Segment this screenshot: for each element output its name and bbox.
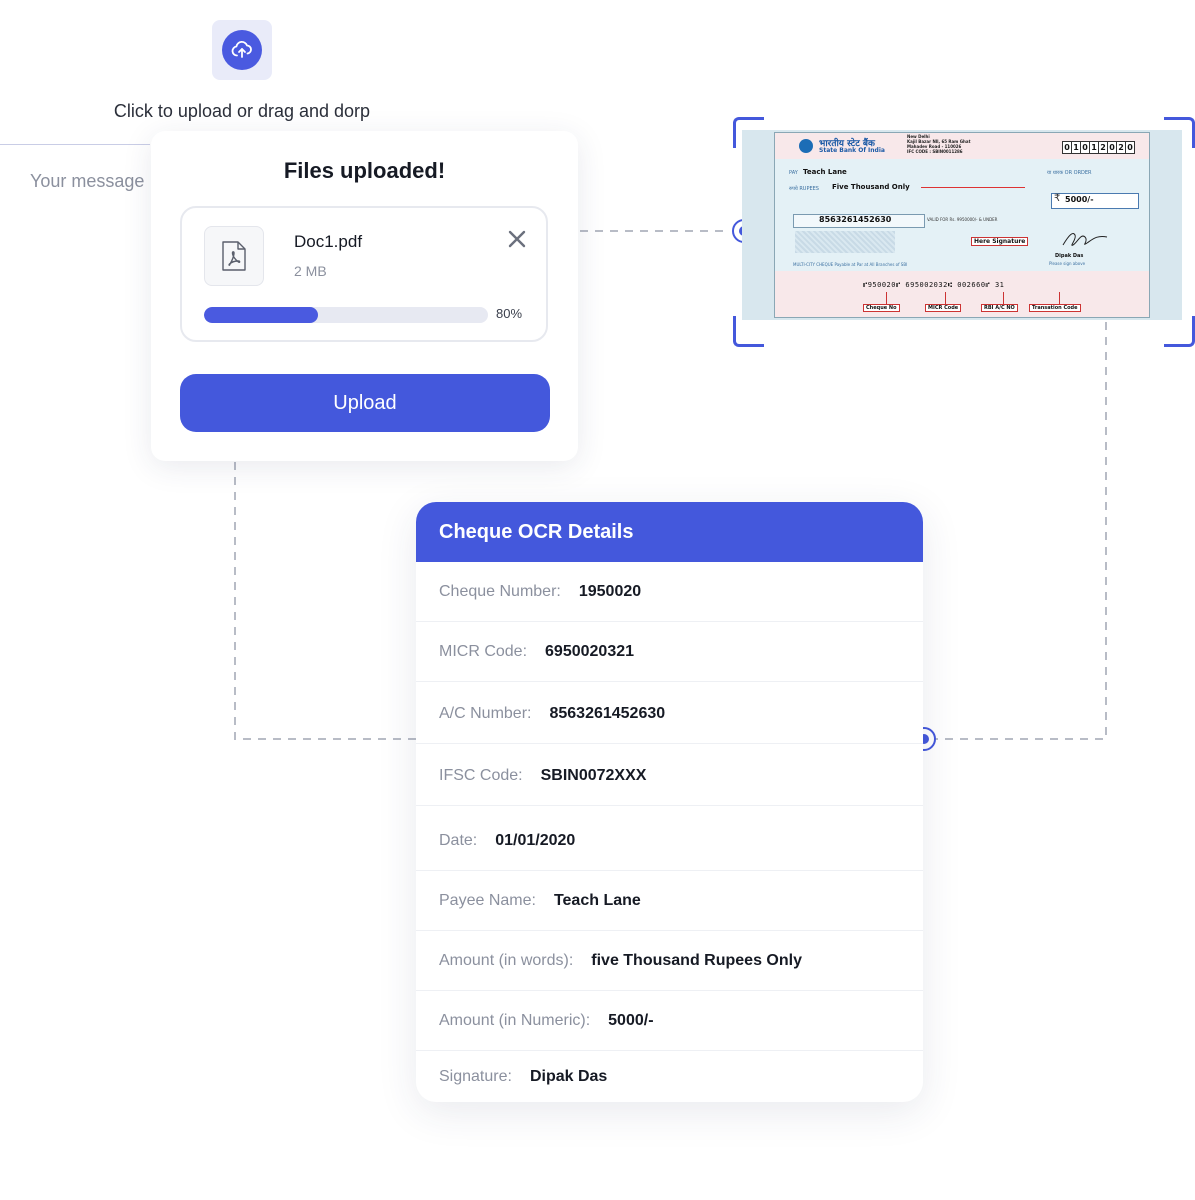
bank-name: State Bank Of India [819, 147, 885, 154]
cheque-account-number: 8563261452630 [819, 215, 892, 224]
files-uploaded-card: Files uploaded! Doc1.pdf 2 MB 80% Upload [151, 131, 578, 461]
micr-label-rbi-ac-no: RBI A/C NO [981, 304, 1018, 312]
ocr-row-ifsc-code: IFSC Code: SBIN0072XXX [416, 746, 923, 806]
branch-address: New Delhi Kajil Bazar Nll, 65 Ram Ghat M… [907, 134, 971, 154]
micr-line: ⑈950020⑈ 695002032⑆ 002660⑈ 31 [863, 281, 1005, 289]
bank-name-hindi: भारतीय स्टेट बैंक [819, 139, 875, 149]
cheque-payee: Teach Lane [803, 168, 847, 176]
ocr-label: IFSC Code: [439, 766, 523, 784]
micr-label-cheque-no: Cheque No [863, 304, 900, 312]
ocr-label: Signature: [439, 1068, 512, 1085]
ocr-label: Amount (in words): [439, 951, 574, 969]
signer-name: Dipak Das [1055, 253, 1084, 259]
signature-scribble-icon [1062, 232, 1108, 246]
ocr-row-signature: Signature: Dipak Das [416, 1047, 923, 1102]
connector-card-to-ocr [234, 462, 416, 740]
micr-label-micr-code: MICR Code [925, 304, 962, 312]
ocr-card-header: Cheque OCR Details [416, 502, 923, 562]
ocr-row-micr-code: MICR Code: 6950020321 [416, 622, 923, 682]
ocr-row-amount-words: Amount (in words): five Thousand Rupees … [416, 931, 923, 991]
cheque: भारतीय स्टेट बैंक State Bank Of India Ne… [774, 132, 1150, 318]
scan-frame-corner [1164, 117, 1195, 148]
validity-text: VALID FOR Rs. 9950000/- & UNDER [927, 217, 998, 222]
cheque-ocr-details-card: Cheque OCR Details Cheque Number: 195002… [416, 502, 923, 1102]
upload-progress-fill [204, 307, 318, 323]
ocr-label: Amount (in Numeric): [439, 1011, 591, 1029]
ocr-row-date: Date: 01/01/2020 [416, 811, 923, 871]
micr-label-transaction-code: Transation Code [1029, 304, 1081, 312]
multi-city-text: MULTI-CITY CHEQUE Payable at Par at All … [793, 262, 908, 267]
ocr-value: Dipak Das [529, 1068, 608, 1085]
security-pattern [795, 231, 895, 253]
scan-frame-corner [733, 316, 764, 347]
ocr-label: A/C Number: [439, 704, 532, 722]
scan-frame-corner [733, 117, 764, 148]
pay-label: PAY [789, 170, 798, 176]
message-input-placeholder[interactable]: Your message [30, 171, 145, 191]
upload-hint-text: Click to upload or drag and dorp [113, 101, 371, 121]
ocr-value: 8563261452630 [549, 704, 666, 722]
signature-label: Here Signature [971, 237, 1029, 246]
ocr-value: Teach Lane [553, 891, 641, 909]
file-size: 2 MB [294, 263, 327, 279]
upload-button[interactable]: Upload [180, 374, 550, 432]
uploaded-file-item: Doc1.pdf 2 MB 80% [180, 206, 548, 342]
ocr-value: five Thousand Rupees Only [591, 951, 802, 969]
upload-progress-bar [204, 307, 488, 323]
cheque-image: भारतीय स्टेट बैंक State Bank Of India Ne… [742, 130, 1182, 320]
cloud-upload-icon [222, 30, 262, 70]
ocr-row-cheque-number: Cheque Number: 1950020 [416, 562, 923, 622]
divider [0, 144, 150, 145]
close-icon[interactable] [506, 228, 528, 250]
ocr-label: MICR Code: [439, 642, 528, 660]
ocr-value: SBIN0072XXX [540, 766, 647, 784]
or-order-label: या धारक OR ORDER [1047, 170, 1092, 176]
ocr-row-amount-numeric: Amount (in Numeric): 5000/- [416, 991, 923, 1051]
upload-progress-text: 80% [496, 306, 523, 321]
rupee-icon: ₹ [1054, 193, 1061, 204]
ocr-row-payee-name: Payee Name: Teach Lane [416, 871, 923, 931]
cheque-amount-words: Five Thousand Only [832, 183, 910, 191]
pdf-file-icon [204, 226, 264, 286]
scan-frame-corner [1164, 316, 1195, 347]
ocr-label: Payee Name: [439, 891, 536, 909]
files-card-title: Files uploaded! [283, 158, 446, 183]
ocr-row-account-number: A/C Number: 8563261452630 [416, 684, 923, 744]
sign-above-text: Please sign above [1049, 261, 1086, 266]
ocr-value: 6950020321 [545, 642, 635, 660]
ocr-value: 01/01/2020 [495, 831, 576, 849]
ocr-value: 1950020 [578, 582, 642, 600]
connector-cheque-to-ocr [936, 322, 1107, 740]
ocr-label: Date: [439, 831, 478, 849]
ocr-value: 5000/- [608, 1011, 654, 1029]
file-name: Doc1.pdf [294, 232, 363, 251]
upload-dropzone-icon-button[interactable] [212, 20, 272, 80]
rupees-label: रुपये RUPEES [789, 186, 819, 192]
ocr-card-title: Cheque OCR Details [439, 520, 634, 543]
cheque-amount-numeric: 5000/- [1065, 195, 1094, 204]
ocr-label: Cheque Number: [439, 582, 561, 600]
bank-logo [799, 139, 813, 153]
